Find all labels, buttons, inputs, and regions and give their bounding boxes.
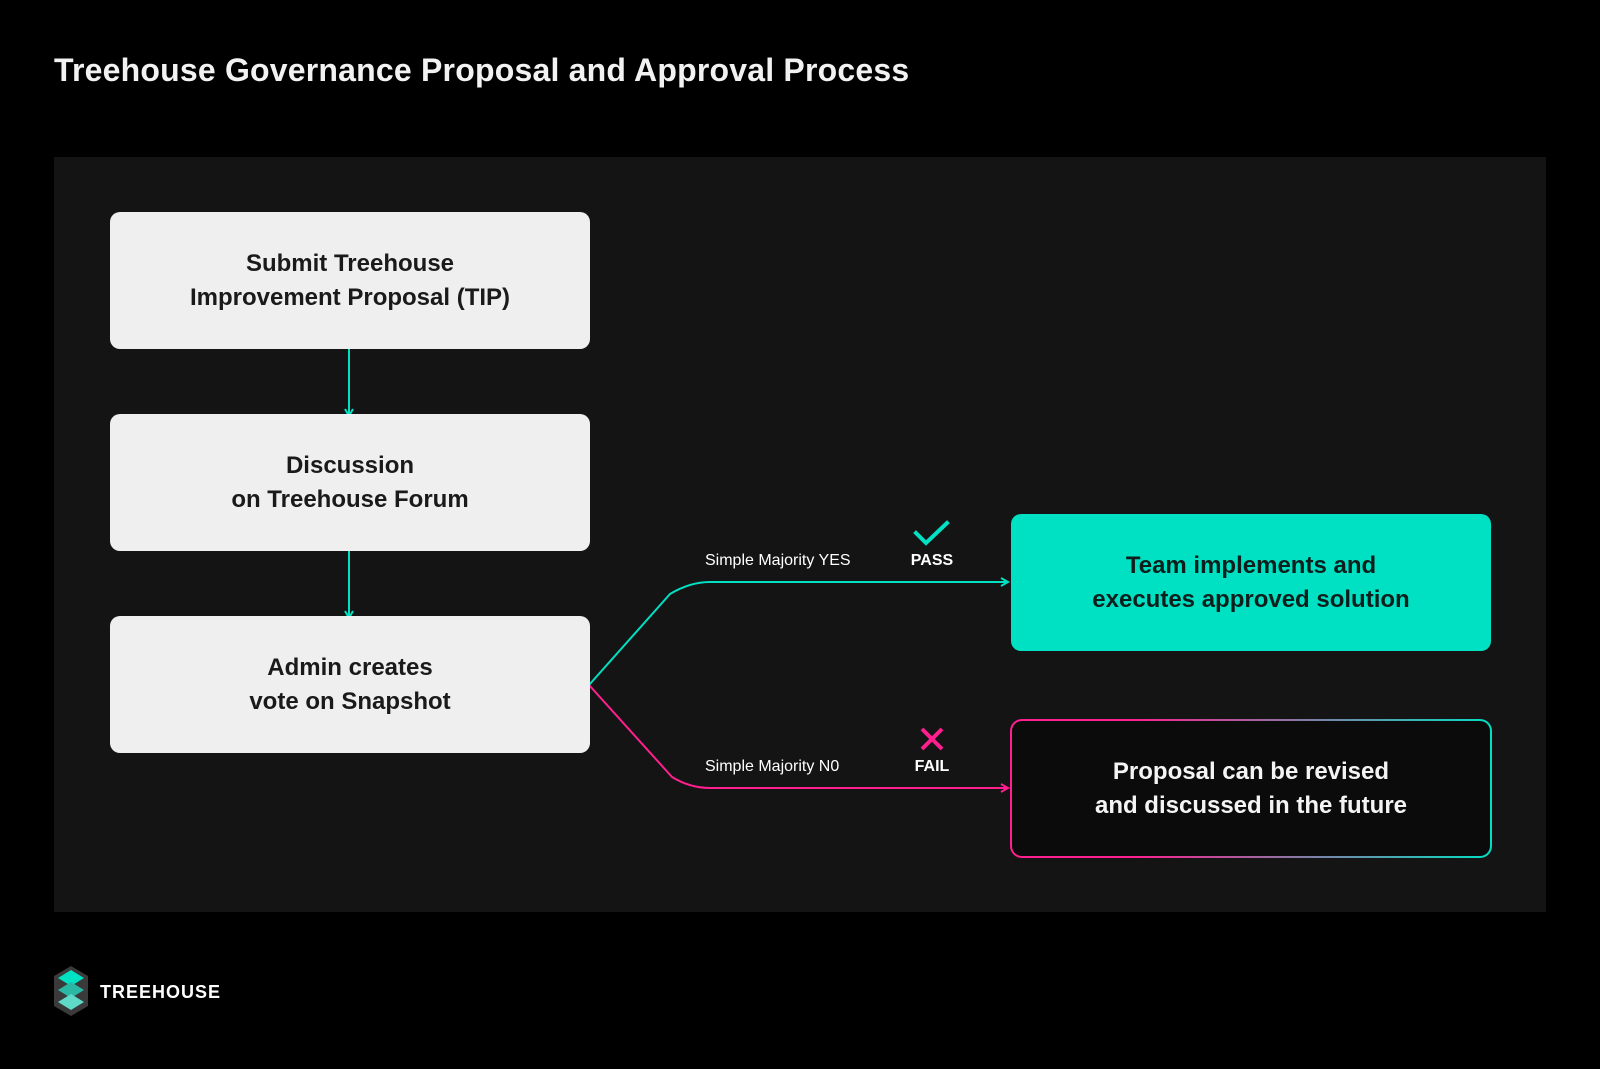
pass-status-label: PASS (910, 552, 954, 569)
arrow-fail-branch (588, 684, 1008, 788)
pass-condition-label: Simple Majority YES (705, 552, 851, 569)
fail-condition-label: Simple Majority N0 (705, 758, 840, 775)
treehouse-logo-icon (54, 966, 88, 1016)
brand-name: TREEHOUSE (100, 981, 222, 1002)
arrow-pass-branch (588, 582, 1008, 686)
fail-status-label: FAIL (914, 758, 950, 775)
check-icon (913, 520, 950, 546)
page-title: Treehouse Governance Proposal and Approv… (54, 52, 910, 88)
brand-footer: TREEHOUSE (54, 966, 221, 1018)
x-icon (920, 727, 944, 751)
